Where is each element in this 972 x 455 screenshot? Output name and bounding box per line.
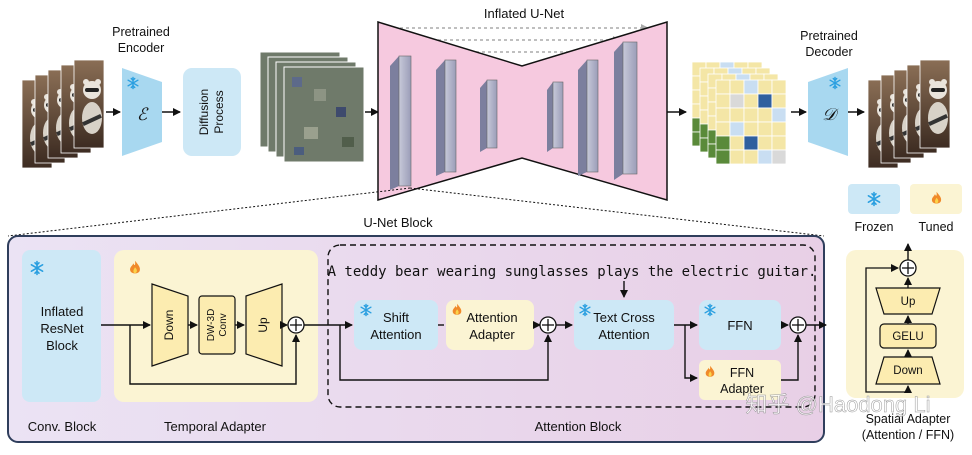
up-label: Up xyxy=(256,317,270,333)
unet-block-label: U-Net Block xyxy=(363,215,433,230)
denoised-latent-grids xyxy=(691,61,787,165)
resnet-label-line2: ResNet xyxy=(40,321,84,336)
shift-attention-box xyxy=(354,300,438,350)
diffusion-process-label-line2: Process xyxy=(212,90,226,133)
unet-encoder-layers xyxy=(390,55,498,190)
dw3d-label-line1: DW-3D xyxy=(206,309,217,342)
diffusion-process-box xyxy=(183,68,241,156)
ffn-adapter-label-line2: Adapter xyxy=(720,382,764,396)
attention-adapter-box xyxy=(446,300,534,350)
decoder-block xyxy=(808,68,848,156)
dw3d-label-line2: Conv xyxy=(218,313,229,336)
spatial-down-label: Down xyxy=(893,365,922,377)
resnet-label-line3: Block xyxy=(46,338,78,353)
attention-block-outline xyxy=(327,244,816,408)
inflated-unet-label: Inflated U-Net xyxy=(484,6,565,21)
attention-block-label: Attention Block xyxy=(535,419,622,434)
text-prompt: A teddy bear wearing sunglasses plays th… xyxy=(328,264,817,280)
temporal-adapter-label: Temporal Adapter xyxy=(164,419,267,434)
diffusion-process-label-line1: Diffusion xyxy=(197,89,211,135)
attention-adapter-label-line1: Attention xyxy=(466,310,517,325)
spatial-down-projection xyxy=(875,356,941,385)
encoder-block xyxy=(122,68,162,156)
zoom-line-right xyxy=(409,187,825,237)
spatial-connections xyxy=(865,264,912,393)
ffn-adapter-label-line1: FFN xyxy=(730,366,754,380)
down-projection xyxy=(151,283,189,367)
shift-attention-label-line1: Shift xyxy=(383,310,409,325)
output-video-frames xyxy=(867,59,951,169)
spatial-up-label: Up xyxy=(901,296,916,308)
watermark: 知乎 @Haodong Li xyxy=(746,392,931,417)
legend-tuned-label: Tuned xyxy=(919,220,954,234)
legend-frozen-label: Frozen xyxy=(855,220,894,234)
spatial-adapter-label-line1: Spatial Adapter xyxy=(866,412,951,426)
encoder-symbol: ℰ xyxy=(137,105,149,124)
shift-attention-label-line2: Attention xyxy=(370,327,421,342)
decoder-symbol: 𝒟 xyxy=(822,105,839,124)
pretrained-decoder-label-line2: Decoder xyxy=(805,45,852,59)
down-label: Down xyxy=(162,310,176,341)
conv-block-label: Conv. Block xyxy=(28,419,97,434)
input-video-frames xyxy=(21,59,105,169)
gelu-label: GELU xyxy=(892,331,923,343)
inflated-resnet-block xyxy=(22,250,101,402)
dw3d-conv xyxy=(198,295,236,355)
spatial-up-projection xyxy=(875,287,941,315)
sum-node-ffn xyxy=(789,316,807,334)
attention-adapter-label-line2: Adapter xyxy=(469,327,515,342)
text-cross-attention-label-line2: Attention xyxy=(598,327,649,342)
sum-node-temporal xyxy=(287,316,305,334)
ffn-adapter-box xyxy=(699,360,781,400)
noisy-latent-frames xyxy=(259,51,365,163)
pretrained-decoder-label-line1: Pretrained xyxy=(800,29,858,43)
sum-node-spatial xyxy=(899,259,917,277)
ffn-adapter-input xyxy=(684,325,698,382)
resnet-label-line1: Inflated xyxy=(41,304,84,319)
pretrained-encoder-label-line1: Pretrained xyxy=(112,25,170,39)
sum-node-attention xyxy=(539,316,557,334)
ffn-label: FFN xyxy=(727,318,752,333)
ffn-adapter-output xyxy=(781,334,802,381)
ffn-box xyxy=(699,300,781,350)
up-projection xyxy=(245,283,283,367)
text-cross-attention-box xyxy=(574,300,674,350)
spatial-adapter-label-line2: (Attention / FFN) xyxy=(862,428,954,442)
temporal-adapter-connections xyxy=(101,321,300,385)
zoom-line-left xyxy=(7,187,411,237)
unet-decoder-layers xyxy=(547,41,638,180)
text-cross-attention-label-line1: Text Cross xyxy=(593,310,655,325)
attention-residual-connection xyxy=(339,325,552,381)
pretrained-encoder-label-line2: Encoder xyxy=(118,41,165,55)
